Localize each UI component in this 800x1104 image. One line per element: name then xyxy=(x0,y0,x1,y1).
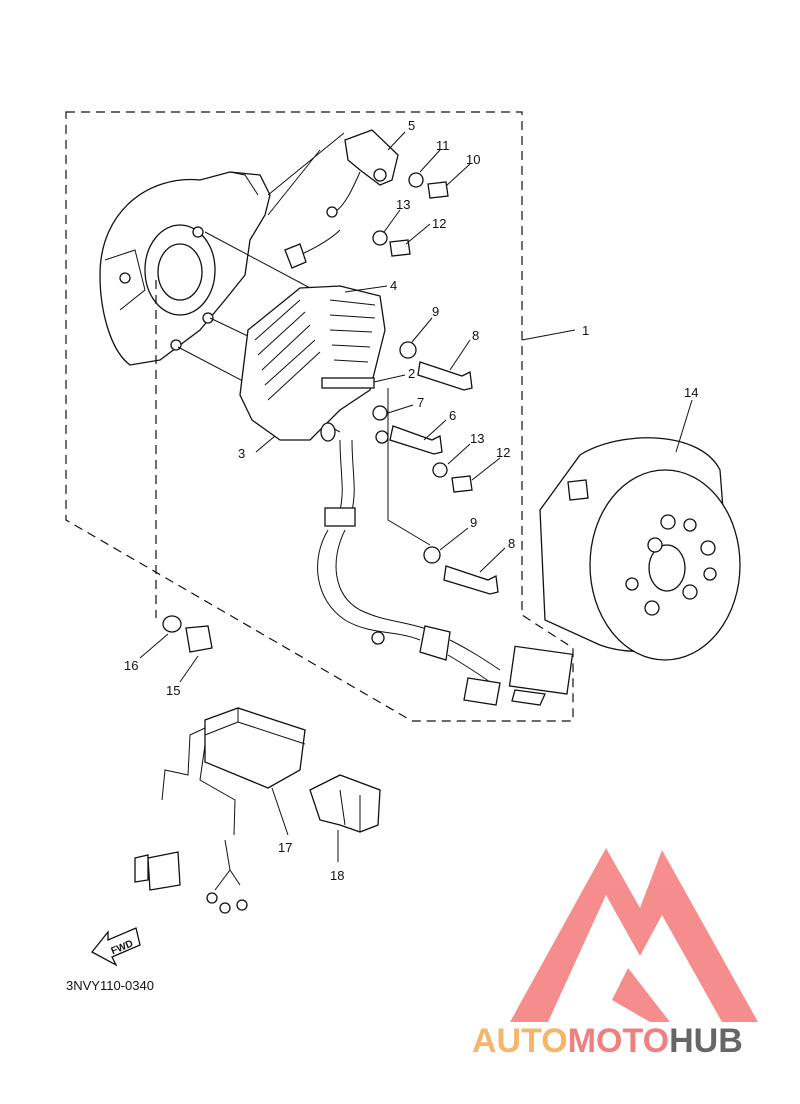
callout-14: 14 xyxy=(684,385,698,400)
callout-12-upper: 12 xyxy=(432,216,446,231)
callout-11: 11 xyxy=(436,138,450,153)
watermark-logo xyxy=(510,848,758,1022)
callout-leaders xyxy=(139,131,693,862)
callout-3: 3 xyxy=(238,446,245,461)
callout-4: 4 xyxy=(390,278,397,293)
callout-8-upper: 8 xyxy=(472,328,479,343)
callout-16: 16 xyxy=(124,658,138,673)
watermark-text: AUTOMOTOHUB xyxy=(472,1022,743,1060)
callout-1: 1 xyxy=(582,323,589,338)
fasteners xyxy=(162,172,499,653)
cdi-unit xyxy=(134,707,306,914)
callout-6: 6 xyxy=(449,408,456,423)
pickup-coil xyxy=(284,129,399,269)
base-plate xyxy=(99,171,271,366)
callout-18: 18 xyxy=(330,868,344,883)
watermark-moto: MOTO xyxy=(568,1022,669,1060)
watermark-auto: AUTO xyxy=(472,1022,568,1060)
callout-numbers: 1 2 3 4 5 6 7 8 8 9 9 10 11 12 12 13 13 … xyxy=(124,118,698,883)
fwd-arrow: FWD xyxy=(91,927,141,967)
flywheel-rotor xyxy=(539,437,741,661)
assembly-boundary xyxy=(65,111,574,722)
diagram-code: 3NVY110-0340 xyxy=(66,978,154,993)
logo-triangle-mark xyxy=(510,848,758,1022)
callout-5: 5 xyxy=(408,118,415,133)
wire-harness xyxy=(317,439,574,706)
callout-8-lower: 8 xyxy=(508,536,515,551)
callout-12-lower: 12 xyxy=(496,445,510,460)
stator-assembly xyxy=(239,285,386,442)
callout-10: 10 xyxy=(466,152,480,167)
callout-9-upper: 9 xyxy=(432,304,439,319)
callout-13-lower: 13 xyxy=(470,431,484,446)
callout-17: 17 xyxy=(278,840,292,855)
callout-13-upper: 13 xyxy=(396,197,410,212)
callout-2: 2 xyxy=(408,366,415,381)
callout-7: 7 xyxy=(417,395,424,410)
callout-9-lower: 9 xyxy=(470,515,477,530)
watermark-hub: HUB xyxy=(669,1022,743,1060)
callout-15: 15 xyxy=(166,683,180,698)
rubber-holder xyxy=(309,774,381,833)
